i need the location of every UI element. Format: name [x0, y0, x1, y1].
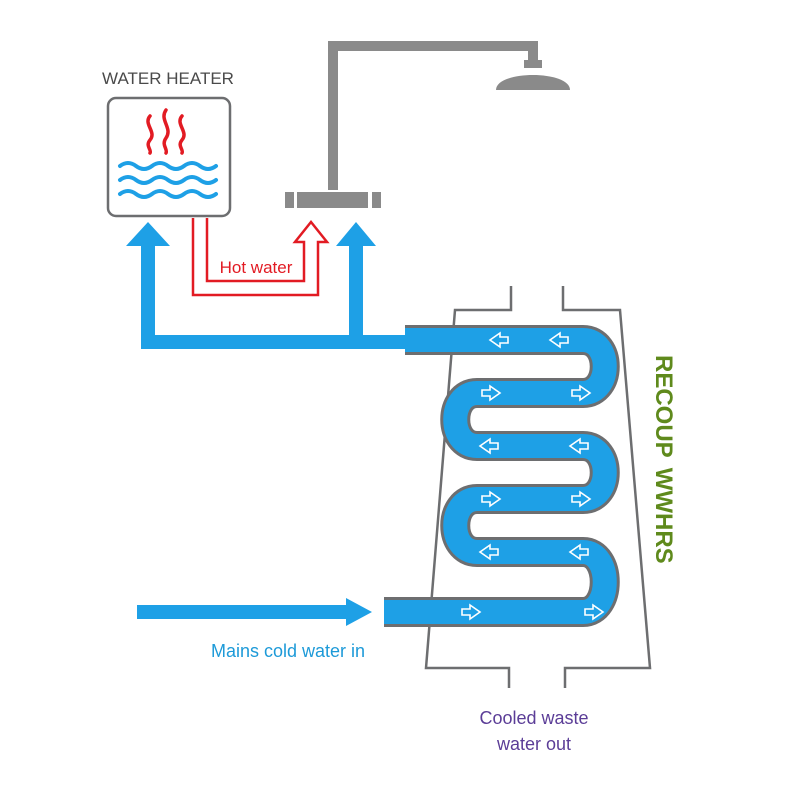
flow-arrow-right-icon: [584, 603, 605, 621]
flow-arrow-left-icon: [568, 437, 589, 455]
water-waves-icon: [118, 161, 218, 199]
hot-water-label: Hot water: [220, 258, 293, 277]
cooled-waste-line2: water out: [496, 734, 571, 754]
water-heater-box: [106, 96, 232, 218]
heat-exchanger-coil: [384, 325, 620, 627]
mains-inlet: Mains cold water in: [137, 598, 372, 661]
flow-arrow-right-icon: [461, 603, 482, 621]
brand-product: WWHRS: [650, 468, 677, 564]
coil-outline: [384, 325, 620, 627]
flow-arrow-left-icon: [488, 331, 509, 349]
shower-valve-right: [372, 192, 381, 208]
brand-label: RECOUP WWHRS: [650, 355, 677, 564]
cooled-waste-line1: Cooled waste: [479, 708, 588, 728]
flow-arrow-right-icon: [481, 490, 502, 508]
flow-arrows: [461, 331, 605, 621]
flow-arrow-right-icon: [571, 490, 592, 508]
brand-recoup: RECOUP: [650, 355, 677, 458]
pipe-to-heater: [141, 236, 405, 349]
unit-outline-left: [424, 286, 513, 688]
shower-head-icon: [496, 75, 570, 90]
wwhrs-unit-body: [424, 286, 652, 688]
unit-outline-right: [561, 286, 652, 688]
flow-arrow-left-icon: [478, 543, 499, 561]
flow-arrow-left-icon: [548, 331, 569, 349]
brand-name: RECOUP WWHRS: [650, 355, 677, 564]
shower-mixer-body: [297, 192, 368, 208]
hot-water-pipe: Hot water: [191, 218, 330, 297]
heat-waves-icon: [146, 108, 186, 155]
flow-arrow-left-icon: [568, 543, 589, 561]
flow-arrow-right-icon: [481, 384, 502, 402]
arrow-up-to-heater-icon: [126, 222, 170, 246]
water-heater: WATER HEATER: [102, 69, 234, 218]
water-heater-label: WATER HEATER: [102, 69, 234, 88]
waste-outlet-label: Cooled waste water out: [479, 708, 588, 754]
flow-arrow-left-icon: [478, 437, 499, 455]
arrow-up-to-shower-icon: [336, 222, 376, 246]
shower-valve-left: [285, 192, 294, 208]
mains-cold-water-label: Mains cold water in: [211, 641, 365, 661]
shower-riser-pipe: [328, 41, 538, 190]
shower-assembly: [285, 41, 570, 208]
flow-arrow-right-icon: [571, 384, 592, 402]
mains-inlet-arrow-icon: [346, 598, 372, 626]
coil-water: [384, 328, 617, 624]
hot-water-arrow-icon: [191, 218, 330, 297]
preheated-water-pipes: [126, 222, 405, 349]
shower-neck: [524, 60, 542, 68]
